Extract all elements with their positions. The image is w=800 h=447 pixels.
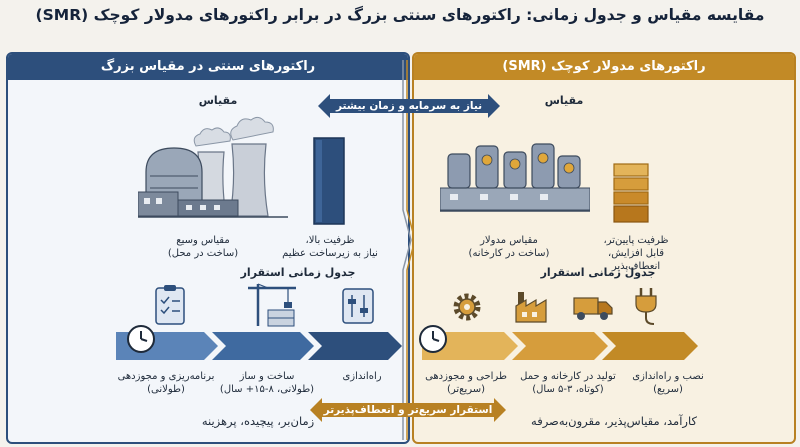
gear-icon [453,293,481,321]
timeline-label-traditional: جدول زمانی استقرار [240,266,356,279]
power-plug-icon [635,288,657,325]
clock-icon [127,325,155,353]
panel-smr: راکتورهای مدولار کوچک (SMR) مقیاس مقیاس … [412,52,796,444]
banner-bottom-arrow [310,398,506,422]
panel-traditional: راکتورهای سنتی در مقیاس بزرگ مقیاس مقیاس… [6,52,410,444]
step-smr-2: تولید در کارخانه و حمل (کوتاه، ۳-۵ سال) [520,371,616,395]
stacked-capacity-blocks-icon [613,163,649,223]
step-traditional-3: راه‌اندازی [342,371,382,382]
clipboard-icon [155,285,185,325]
center-divider [402,60,413,440]
summary-traditional: زمان‌بر، پیچیده، پرهزینه [201,414,315,428]
crane-icon [248,283,296,327]
capacity-caption-smr: ظرفیت پایین‌تر، قابل افزایش، انعطاف‌پذیر [603,235,669,272]
step-traditional-1: برنامه‌ریزی و مجوزدهی (طولانی) [117,371,215,395]
banner-top-text: نیاز به سرمایه و زمان بیشتر [335,100,483,112]
capacity-caption-traditional: ظرفیت بالا، نیاز به زیرساخت عظیم [282,235,378,259]
summary-smr: کارآمد، مقیاس‌پذیر، مقرون‌به‌صرفه [531,414,697,428]
control-panel-icon [342,288,374,324]
panel-header-smr: راکتورهای مدولار کوچک (SMR) [414,54,794,80]
large-plant-icon [138,116,288,218]
timeline-label-smr: جدول زمانی استقرار [540,266,656,279]
timeline-arrows-traditional [116,332,402,360]
high-capacity-bar-icon [313,137,345,225]
panel-header-traditional: راکتورهای سنتی در مقیاس بزرگ [8,54,408,80]
scale-label-smr: مقیاس [544,94,584,107]
banner-bottom-text: استقرار سریع‌تر و انعطاف‌پذیرتر [323,404,493,416]
timeline-arrows-smr [422,332,698,360]
scale-label-traditional: مقیاس [198,94,238,107]
step-smr-1: طراحی و مجوزدهی (سریع‌تر) [425,371,507,395]
step-smr-3: نصب و راه‌اندازی (سریع) [632,371,704,395]
plant-caption-traditional: مقیاس وسیع (ساخت در محل) [167,235,239,259]
modular-plant-icon [440,143,590,212]
factory-icon [515,292,547,323]
step-traditional-2: ساخت و ساز (طولانی، ۸-۱۵+ سال) [219,371,315,395]
banner-top-arrow [318,94,500,118]
page-title: مقایسه مقیاس و جدول زمانی: راکتورهای سنت… [35,6,765,24]
truck-icon [573,297,613,320]
plant-caption-smr: مقیاس مدولار (ساخت در کارخانه) [468,235,550,259]
clock-icon-smr [419,325,447,353]
